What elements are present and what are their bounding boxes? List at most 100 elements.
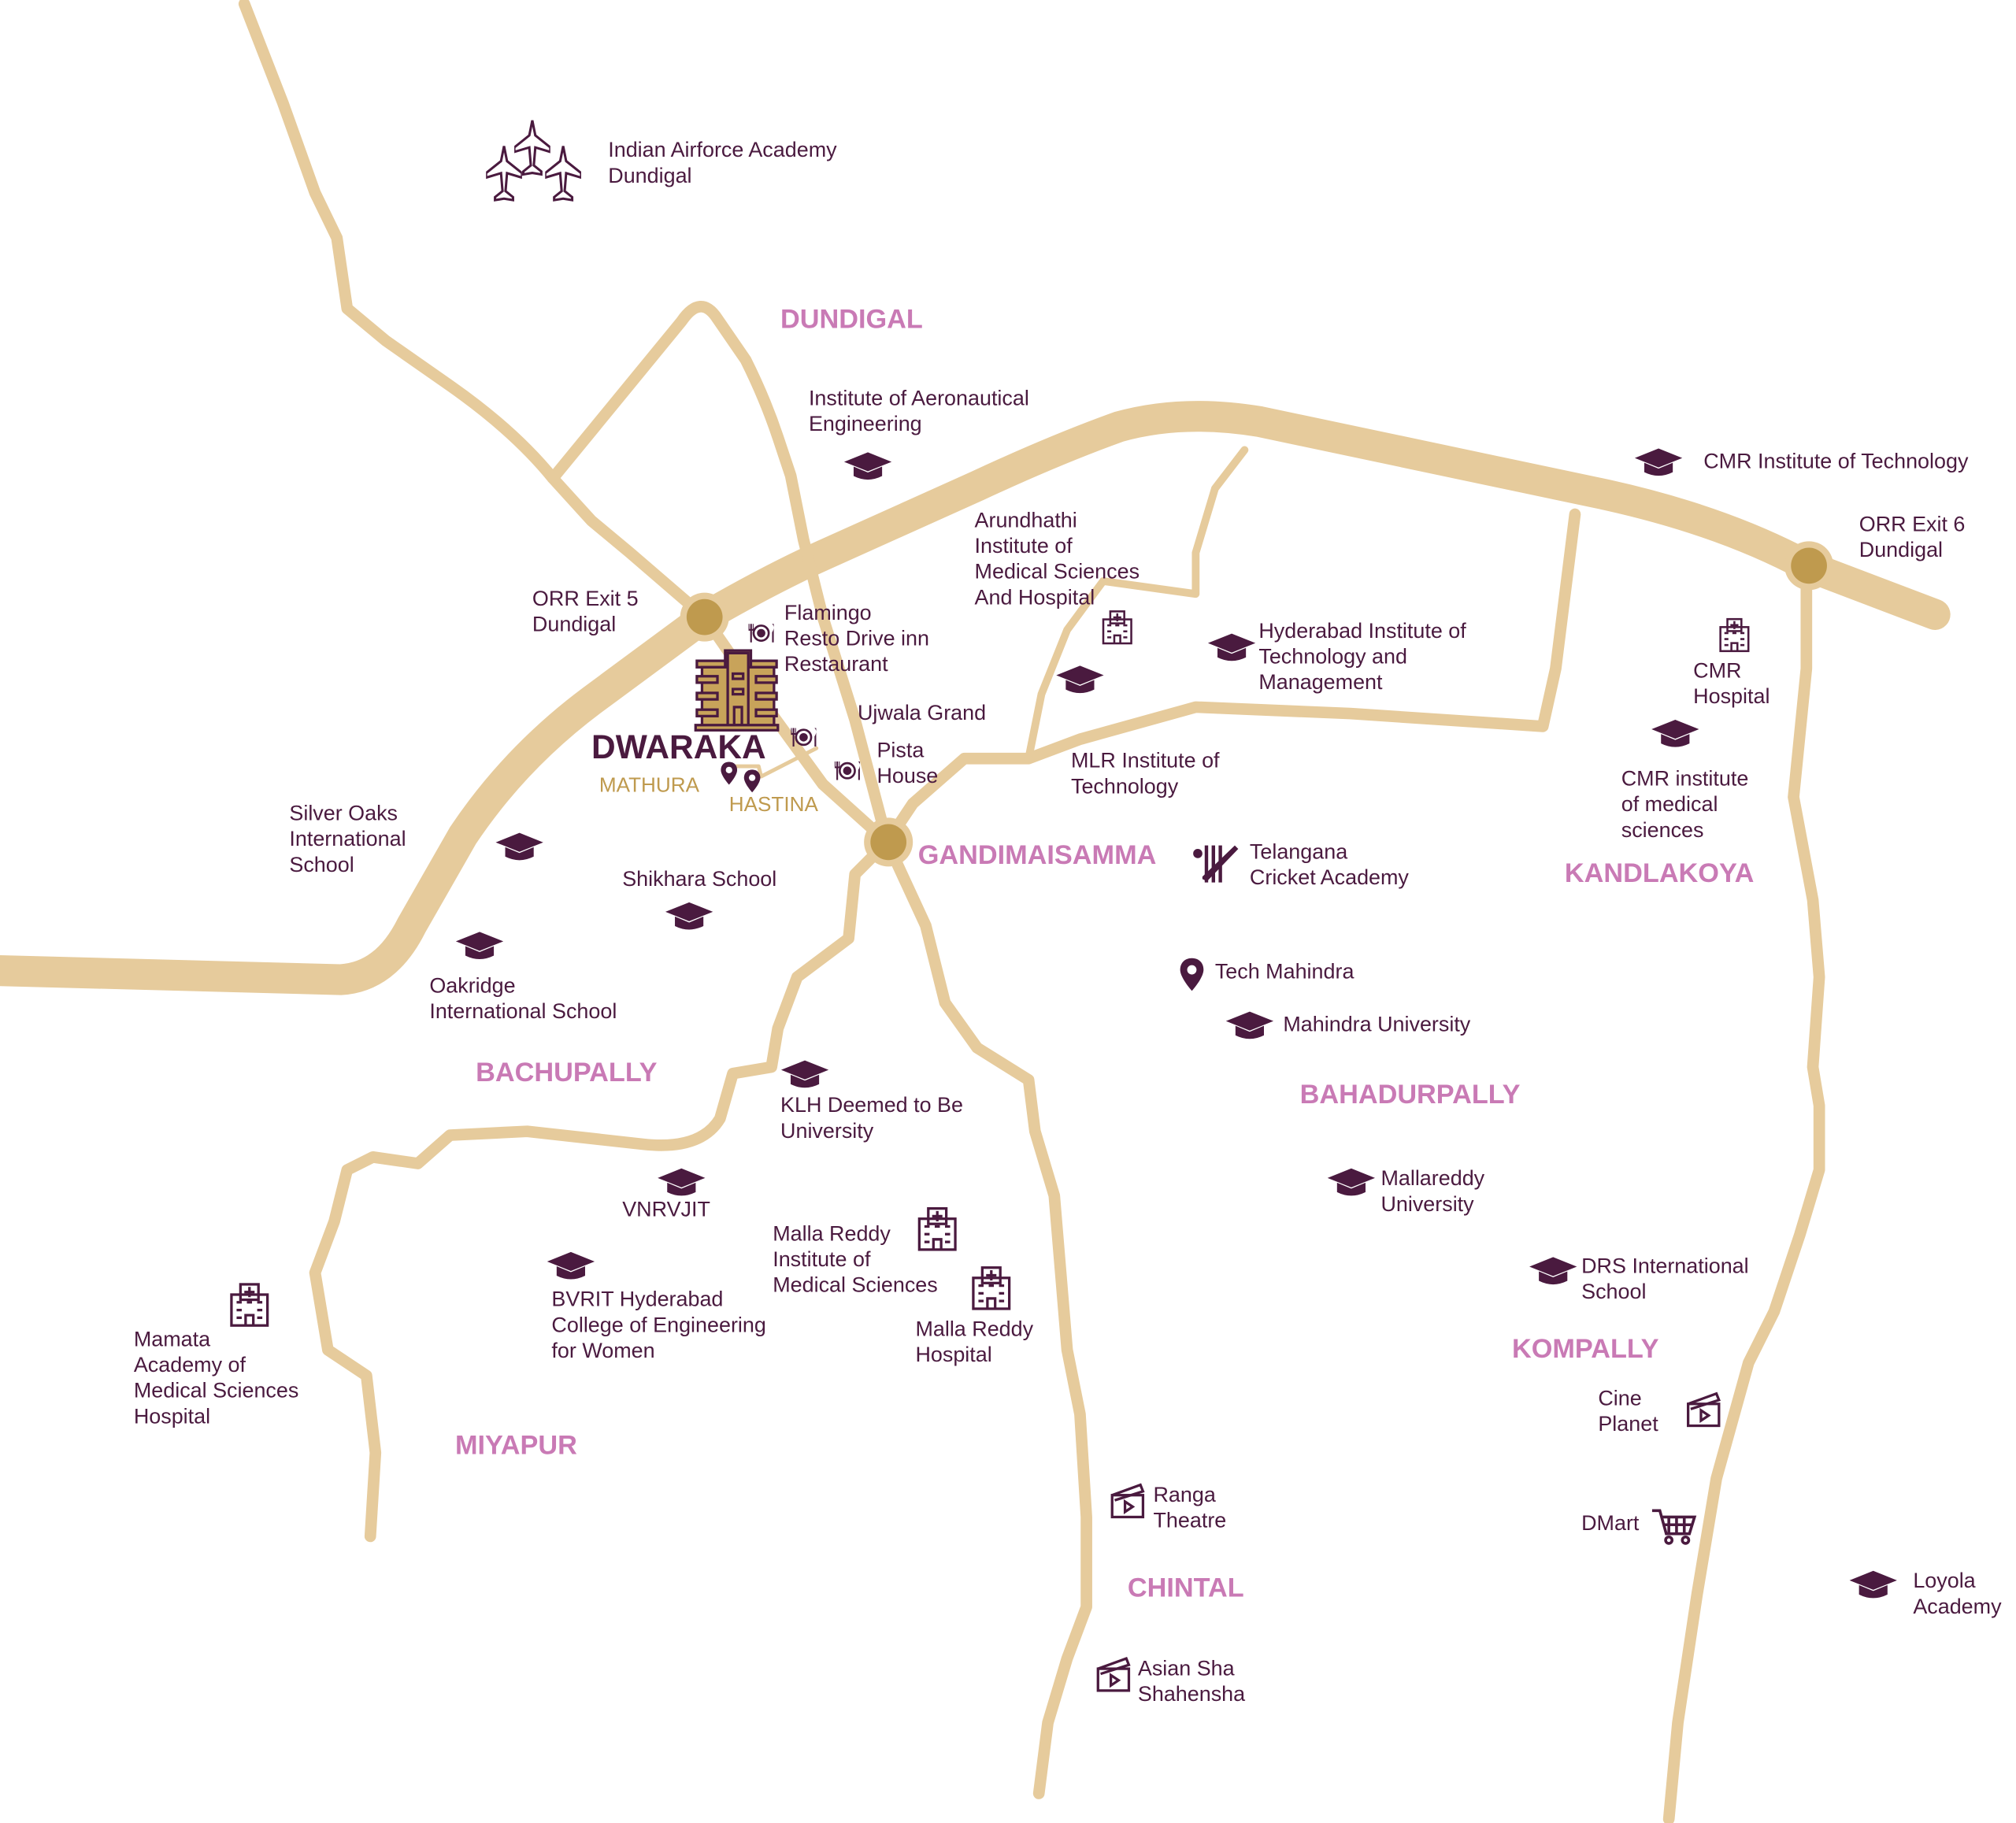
area-labels: DUNDIGALGANDIMAISAMMABACHUPALLYBAHADURPA… [455,304,1754,1603]
cricket-icon [1193,845,1239,883]
place-label-line: Flamingo [784,601,872,624]
place-label-line: DRS International [1581,1254,1748,1277]
place-label-line: Restaurant [784,652,888,676]
place-label-line: Malla Reddy [773,1221,891,1245]
place-label-line: of medical [1621,792,1718,816]
place-label-line: ORR Exit 5 [532,587,639,610]
place-label-line: Dundigal [1859,538,1943,561]
place-label-line: Dundigal [608,164,691,187]
place-label-line: KLH Deemed to Be [780,1093,963,1117]
place-label-line: Shikhara School [622,867,776,891]
hospital-icon [972,1265,1011,1310]
place-label-line: ORR Exit 6 [1859,512,1966,535]
restaurant-icon [833,760,862,781]
place-label-line: Silver Oaks [289,802,398,825]
place-techm: Tech Mahindra [1180,958,1354,991]
place-label-line: Engineering [809,412,922,435]
place-label-line: Arundhathi [975,508,1077,532]
place-label-line: Pista [876,739,924,762]
place-dmart: DMart [1581,1509,1696,1545]
graduation-cap-icon [1056,665,1104,694]
hospital-icon [1102,610,1132,645]
place-label-line: School [1581,1280,1646,1303]
road-dundigal [547,301,893,848]
place-label-line: CMR [1693,658,1741,682]
place-label-line: Institute of Aeronautical [809,386,1029,409]
road-mlr [1025,446,1249,763]
place-label-line: International School [429,999,617,1023]
place-orr6: ORR Exit 6 Dundigal [1859,512,1966,561]
airplane-icon [545,144,581,202]
place-label-line: University [780,1119,874,1143]
area-label-miyapur: MIYAPUR [455,1430,577,1460]
dwaraka-project: DWARAKA MATHURA HASTINA [591,649,818,816]
area-label-gandimaisamma: GANDIMAISAMMA [918,840,1157,870]
place-label-line: Academy [1913,1595,2002,1618]
place-label-line: Cricket Academy [1250,865,1410,889]
place-label-line: for Women [551,1339,654,1362]
restaurant-icon [747,622,775,644]
place-label-line: Institute of [773,1247,871,1271]
place-label-line: Academy of [134,1353,246,1377]
place-label-line: Mahindra University [1283,1012,1470,1036]
place-label-line: CMR Institute of Technology [1703,449,1969,472]
shopping-cart-icon [1651,1509,1696,1545]
road-link [733,746,819,779]
place-label-line: Loyola [1913,1569,1975,1592]
area-label-dundigal: DUNDIGAL [780,304,923,334]
graduation-cap-icon [1327,1168,1376,1196]
graduation-cap-icon [455,932,504,960]
place-mahindrau: Mahindra University [1225,1011,1471,1039]
place-label-line: BVRIT Hyderabad [551,1288,723,1311]
road-south-west [309,836,893,1543]
place-label-line: College of Engineering [551,1313,765,1336]
hospital-icon [230,1283,269,1327]
place-label-line: sciences [1621,818,1704,842]
graduation-cap-icon [843,452,892,480]
hospital-icon [917,1206,957,1251]
graduation-cap-icon [780,1060,829,1088]
place-label-line: Malla Reddy [915,1317,1033,1340]
area-label-kandlakoya: KANDLAKOYA [1565,858,1755,888]
place-label-line: School [289,853,354,876]
location-pin-icon [743,769,761,793]
building-icon [694,649,780,732]
place-label-line: MLR Institute of [1071,749,1220,773]
graduation-cap-icon [1529,1257,1577,1285]
graduation-cap-icon [1207,633,1256,661]
place-label-line: Technology [1071,774,1179,798]
hospital-icon [1719,617,1750,653]
graduation-cap-icon [658,1168,706,1196]
place-label-line: Hyderabad Institute of [1258,619,1466,643]
road-north-west [238,0,711,623]
place-label-line: University [1380,1192,1474,1216]
location-pin-icon [1180,958,1204,991]
place-label-line: Theatre [1153,1509,1226,1532]
place-label-line: CMR institute [1621,767,1749,791]
project-name: DWARAKA [591,728,766,765]
project-sub-mathura: MATHURA [599,773,700,797]
place-label-line: Hospital [134,1404,210,1428]
place-label-line: Tech Mahindra [1215,959,1354,983]
graduation-cap-icon [1849,1570,1897,1599]
area-label-bachupally: BACHUPALLY [476,1058,657,1088]
place-label-line: Dundigal [532,613,616,636]
